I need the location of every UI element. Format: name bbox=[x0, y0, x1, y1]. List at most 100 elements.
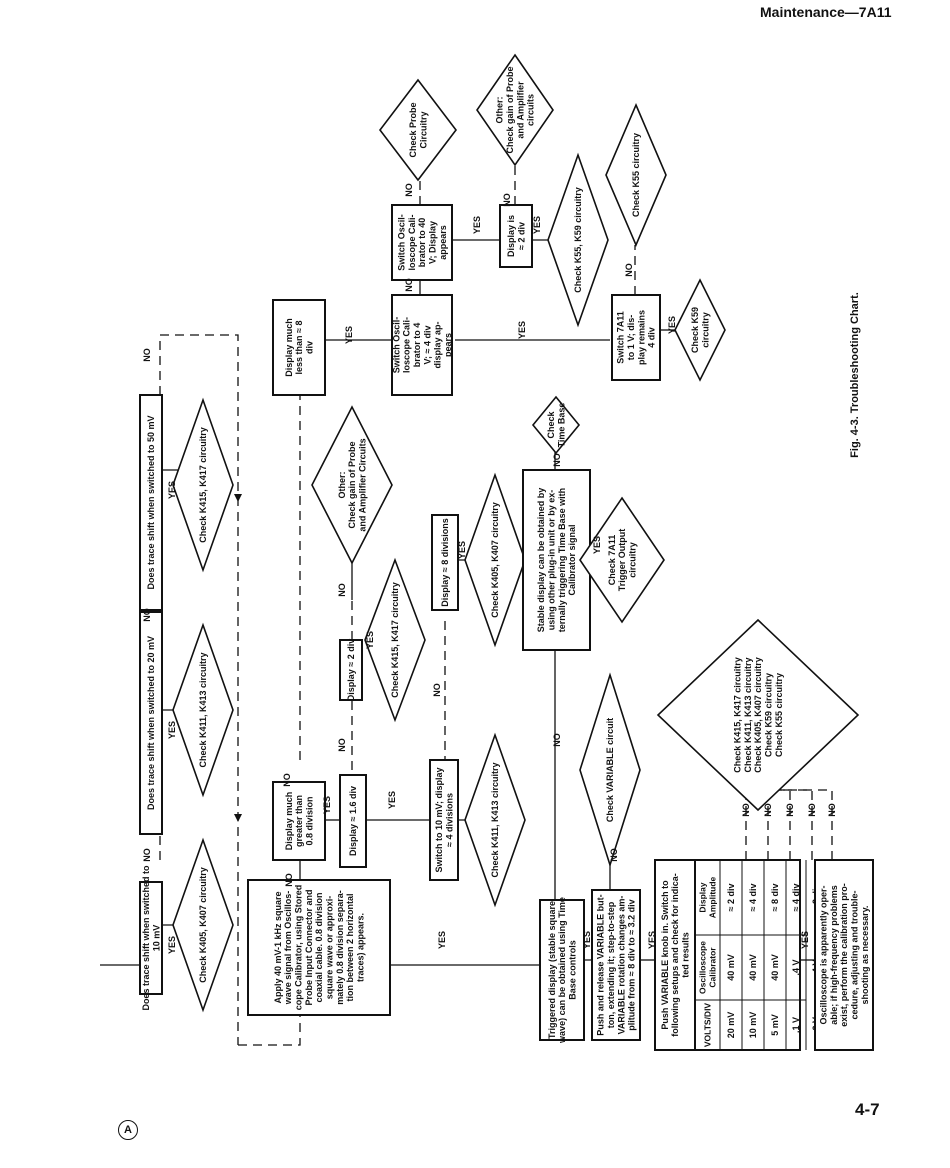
display-greater-box-text: 0.8 division bbox=[305, 796, 315, 845]
no-label: NO bbox=[337, 738, 347, 752]
no-label: NO bbox=[282, 773, 292, 787]
other-gain-diamond-a bbox=[311, 405, 393, 565]
yes-label: YES bbox=[800, 931, 810, 949]
no-label: NO bbox=[404, 278, 414, 292]
push-release-variable-box-text: ton, extending it; step-to-step bbox=[606, 901, 616, 1028]
switch-osc-4v-box-text: pears bbox=[443, 333, 453, 357]
page-number: 4-7 bbox=[855, 1100, 880, 1119]
check-k415-k417-diamond-b-text: Check K415, K417 circuitry bbox=[390, 582, 400, 698]
check-k411-k413-diamond-b bbox=[464, 732, 526, 908]
no-label: NO bbox=[337, 583, 347, 597]
display-is-2div-box-text: ≈ 2 div bbox=[516, 222, 526, 250]
table-header: Calibrator bbox=[707, 947, 717, 988]
yes-label: YES bbox=[472, 216, 482, 234]
check-trigger-output-diamond-text: circuitry bbox=[628, 542, 638, 578]
big-check-diamond-text: Check K59 circuitry bbox=[764, 673, 774, 757]
display-8div-box-text: Display ≈ 8 divisions bbox=[440, 518, 450, 606]
no-label: NO bbox=[142, 848, 152, 862]
triggered-display-box-text: Base controls bbox=[568, 940, 578, 1000]
table-header: Oscilloscope bbox=[698, 941, 708, 994]
stable-display-box-text: ternally triggering Time Base with bbox=[557, 488, 567, 632]
other-gain-diamond-a-text: Check gain of Probe bbox=[347, 441, 357, 528]
display-is-2div-box bbox=[499, 204, 533, 268]
switch-osc-4v-box-text: brator to 4 bbox=[412, 323, 422, 368]
push-release-variable-box-text: Push and release VARIABLE but- bbox=[596, 894, 606, 1035]
final-operable-box-text: cedure, adjusting and trouble- bbox=[850, 890, 860, 1019]
table-cell: 20 mV bbox=[726, 1012, 736, 1039]
check-trigger-output-diamond-text: Check 7A11 bbox=[607, 535, 617, 586]
no-label: NO bbox=[552, 733, 562, 747]
other-gain-diamond-b-text: Other: bbox=[495, 96, 505, 123]
switch-osc-40v-box-text: Switch Oscil- bbox=[396, 214, 406, 271]
display-less-box-text: Display much bbox=[284, 318, 294, 377]
other-gain-diamond-b bbox=[476, 53, 554, 167]
yes-label: YES bbox=[365, 631, 375, 649]
check-k59-diamond-text: Check K59 bbox=[690, 307, 700, 353]
switch-7a11-box bbox=[611, 294, 661, 381]
display-greater-box-text: Display much bbox=[284, 792, 294, 851]
apply-40mv-box bbox=[247, 879, 391, 1016]
yes-label: YES bbox=[167, 721, 177, 739]
apply-40mv-box-text: square wave or approxi- bbox=[325, 896, 335, 1000]
push-variable-box-text: Push VARIABLE knob in. Switch to bbox=[660, 880, 670, 1030]
no-label: NO bbox=[785, 803, 795, 817]
big-check-diamond-text: Check K405, K407 circuitry bbox=[753, 657, 763, 773]
yes-label: YES bbox=[167, 481, 177, 499]
check-time-base-diamond bbox=[531, 395, 581, 455]
no-label: NO bbox=[284, 873, 294, 887]
apply-40mv-box-text: coaxial cable. 0.8 division bbox=[314, 892, 324, 1002]
connector-loop bbox=[238, 1015, 301, 1046]
display-1.6div-box-text: Display ≈ 1.6 div bbox=[348, 786, 358, 856]
tektronix-logo-icon: A bbox=[118, 1120, 138, 1140]
arrow-head-icon bbox=[234, 494, 242, 502]
stable-display-box bbox=[522, 469, 591, 651]
apply-40mv-box-text: wave signal from Oscillos- bbox=[283, 891, 293, 1006]
yes-label: YES bbox=[437, 931, 447, 949]
other-gain-diamond-b-text: Check gain of Probe bbox=[505, 66, 515, 153]
yes-label: YES bbox=[667, 316, 677, 334]
yes-label: YES bbox=[167, 936, 177, 954]
big-check-diamond-text: Check K415, K417 circuitry bbox=[732, 657, 742, 773]
table-cell: 40 mV bbox=[726, 954, 736, 981]
check-k415-k417-diamond-a bbox=[172, 397, 234, 573]
check-k405-k407-diamond-b-text: Check K405, K407 circuitry bbox=[490, 502, 500, 618]
display-less-box-text: div bbox=[305, 341, 315, 354]
display-is-2div-box-text: Display is bbox=[506, 215, 516, 257]
triggered-display-box-text: wave) can be obtained using Time bbox=[557, 897, 567, 1044]
switch-10mv-box-text: ≈ 4 divisions bbox=[444, 793, 454, 847]
table-cell: ≈ 4 div bbox=[791, 884, 801, 912]
push-variable-box-text: following setups and check for indica- bbox=[670, 873, 680, 1037]
check-probe-diamond-text: Circuitry bbox=[418, 111, 428, 148]
question-20mv-box bbox=[139, 611, 163, 835]
switch-10mv-box bbox=[429, 759, 459, 881]
other-gain-diamond-a-text: and Amplifier Circuits bbox=[358, 438, 368, 531]
yes-label: YES bbox=[532, 216, 542, 234]
switch-osc-40v-box bbox=[391, 204, 453, 281]
no-label: NO bbox=[432, 683, 442, 697]
final-operable-box-text: shooting as necessary. bbox=[860, 906, 870, 1005]
apply-40mv-box-text: tion between 2 horizontal bbox=[345, 893, 355, 1001]
check-k411-k413-diamond-a-text: Check K411, K413 circuitry bbox=[198, 652, 208, 767]
no-label: NO bbox=[624, 263, 634, 277]
page-header: Maintenance—7A11 bbox=[760, 4, 892, 20]
switch-osc-4v-box-text: V; ≈ 4 div bbox=[422, 326, 432, 365]
check-k405-k407-diamond-b bbox=[464, 472, 526, 648]
question-10mv-box-text: Does trace shift when switched to bbox=[141, 865, 151, 1011]
table-cell: ≈ 2 div bbox=[726, 884, 736, 912]
no-label: NO bbox=[502, 193, 512, 207]
switch-osc-40v-box-text: appears bbox=[438, 225, 448, 260]
question-50mv-box-text: Does trace shift when switched to 50 mV bbox=[146, 415, 156, 589]
check-time-base-diamond-text: Time Base bbox=[556, 403, 566, 448]
yes-label: YES bbox=[592, 536, 602, 554]
switch-7a11-box-text: 4 div bbox=[647, 327, 657, 348]
display-less-box-text: less than ≈ 8 bbox=[294, 321, 304, 375]
check-k405-k407-diamond-a bbox=[172, 837, 234, 1013]
check-variable-diamond bbox=[579, 672, 641, 868]
other-gain-diamond-b-text: and Amplifier bbox=[515, 81, 525, 139]
yes-label: YES bbox=[517, 321, 527, 339]
check-k59-diamond-text: circuitry bbox=[700, 312, 710, 348]
yes-label: YES bbox=[322, 796, 332, 814]
no-label: NO bbox=[404, 183, 414, 197]
table-cell: .4 V bbox=[791, 959, 801, 975]
